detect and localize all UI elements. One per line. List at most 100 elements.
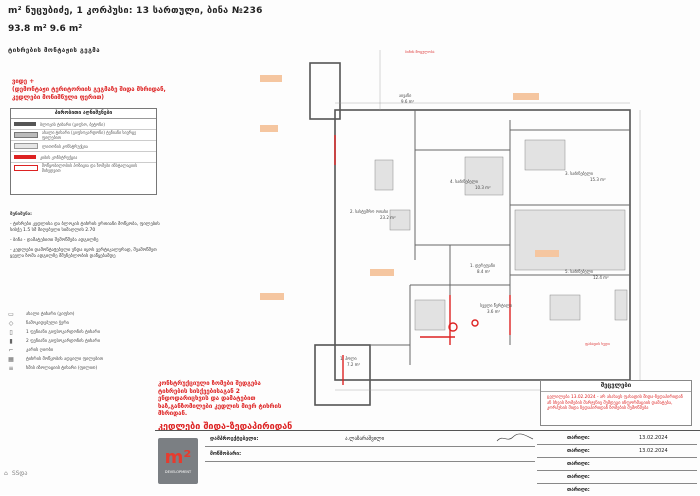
room-name: აივანი [399,93,411,98]
title-block-fields: დამპროექტებელი: ა.ლაზარაშვილი მოწმობარი: [205,432,535,462]
changes-heading: შეცვლები [541,381,691,392]
designer-row: დამპროექტებელი: ა.ლაზარაშვილი [205,432,535,447]
company-logo: m² DEVELOPMENT [158,438,198,484]
symbol-label: ჩამოკიდებული ჭერი [26,321,69,326]
date-label: თარიღი: [567,474,590,480]
dimension-note-line: კონსტრუქციული ზომები შედგება [158,380,261,387]
dimension-note-line: ენდოდარიცხვის და დამატებით [158,395,256,402]
orange-tag [260,125,278,132]
approved-label: მოწმობარი: [210,451,242,457]
legend-row: კიბის კონსტრუქცია [11,152,156,163]
dimension-note-title: კედლები შიდა-ზედაპირიდან [158,421,293,432]
room-name: 2. სასტუმრო ოთახი [350,209,388,214]
notes-block: შენიშვნა: - ტიხრები კედლისა და ბლოკის ტი… [10,212,160,264]
date-row: თარიღი: [537,458,697,471]
demolition-note-line1: ვიდე + [12,78,35,85]
symbol-row: ▮ 2 ფენიანი გიფსოკარდონის ტიხარი [6,337,156,346]
room-name: 5. საძინებელი [565,269,593,274]
legend-row: ლითონის კონსტრუქცია [11,141,156,152]
room-area: 9.6 m² [401,99,415,104]
demolition-note-line2: (დემონტაჟი ტერიტორიის გეგმაზე შიდა მხრიდ… [12,86,166,93]
partition-double-icon: ▮ [9,338,13,345]
plan-tags: ბინის მოცულობა ფასადის ხედი [260,50,610,346]
room-area: 15.3 m² [590,177,606,182]
legend-label: ლითონის კონსტრუქცია [42,143,88,149]
built-in-furniture [374,139,628,331]
logo-mark: m² [164,446,192,468]
room-area: 3.6 m² [487,309,501,314]
project-address: m² ნუცუბიძე, 1 კორპუსი: 13 სართული, ბინა… [8,6,263,16]
legend-row: მოწყობილობის პოზიცია და ზომები ინსტალაცი… [11,163,156,173]
legend-label: ბლოკის ტიხარი (გიფსო, ბეტონი) [40,121,105,127]
room-labels: აივანი 9.6 m² 2. სასტუმრო ოთახი 23.2 m² … [340,93,609,367]
symbol-row: ≡ ხმის იზოლაციის ტიხარი (ფილით) [6,364,156,373]
note-item: - კედლები დამონტაჟებული უნდა იყოს ვერტიკ… [10,248,157,259]
legend-swatch [14,122,36,126]
designer-label: დამპროექტებელი: [210,436,259,442]
room-area: 23.2 m² [380,215,396,220]
date-value: 13.02.2024 [639,435,668,441]
partition-icon: ▯ [9,329,13,336]
notes-heading: შენიშვნა: [10,212,32,217]
changes-text: ცვლილება 13.02.2024 - არ ასახავს ფასადის… [547,395,683,411]
symbol-label: 1 ფენიანი გიფსოკარდონის ტიხარი [26,330,101,335]
symbol-row: ◇ჩამოკიდებული ჭერი [6,319,156,328]
legend-swatch [14,155,36,159]
footer-mark: ⌂ SSდა [4,470,27,477]
date-label: თარიღი: [567,435,590,441]
demolition-note-line3: კედლები მონიშნული ფერით) [12,94,105,101]
orange-tag [513,93,539,100]
approved-row: მოწმობარი: [205,447,535,462]
plan-tag-text: ფასადის ხედი [585,342,610,346]
symbol-row: ▭ ახალი ტიხარი (გიფსო) [6,310,156,319]
legend-row: ახალი ტიხარი (გიფსოკარდონი) ტენიანი სივრ… [11,130,156,141]
designer-value: ა.ლაზარაშვილი [345,436,385,442]
new-partitions [334,135,511,385]
symbol-row: ▯ 1 ფენიანი გიფსოკარდონის ტიხარი [6,328,156,337]
wall-icon: ▭ [8,311,14,318]
note-item: - ტიხრები კედლისა და ბლოკის ტიხრის ერთია… [10,222,160,233]
date-row: თარიღი: [537,471,697,484]
demolition-note: ვიდე + (დემონტაჟი ტერიტორიის გეგმაზე შიდ… [12,78,272,102]
tile-icon: ▦ [8,356,14,363]
date-label: თარიღი: [567,487,590,493]
room-name: 4. საძინებელი [450,179,478,184]
interior-walls [370,110,630,365]
date-row: თარიღი: [537,484,697,496]
symbol-label: 2 ფენიანი გიფსოკარდონის ტიხარი [26,339,101,344]
symbol-label: ხმის იზოლაციის ტიხარი (ფილით) [26,366,98,371]
symbol-label: ახალი ტიხარი (გიფსო) [26,312,75,317]
room-name: 3. საძინებელი [565,171,593,176]
legend-label: მოწყობილობის პოზიცია და ზომები ინსტალაცი… [41,163,138,173]
legend-swatch [14,165,38,171]
dimension-note-line: ტიხრების სისქეებისაგან 2 [158,387,240,395]
legend-row: ბლოკის ტიხარი (გიფსო, ბეტონი) [11,119,156,130]
footer-icon: ⌂ [4,470,8,477]
room-name: სველი წერტილი [480,303,512,308]
dimension-note-line: ხაზ,განზომილები კედლის მიერ ტიხრის [158,402,282,410]
dimension-note-line: მხრიდან. [158,410,188,417]
legend-swatch [14,132,38,138]
symbol-row: ▦ ტიხრის მოწყობის ადგილი ფილებით [6,355,156,364]
orange-tag [260,75,282,82]
room-area: 12.4 m² [593,275,609,280]
room-name: 1. დერეფანი [470,263,495,268]
area-summary: 93.8 m² 9.6 m² [8,24,83,34]
symbol-label: ტიხრის მოწყობის ადგილი ფილებით [26,357,104,362]
room-area: 8.4 m² [477,269,491,274]
logo-sub: DEVELOPMENT [164,469,192,474]
footer-text: SSდა [11,470,28,477]
orange-tag [260,293,284,300]
legend-label: ახალი ტიხარი (გიფსოკარდონი) ტენიანი სივრ… [41,130,137,140]
title-block [155,430,700,496]
date-row: თარიღი: 13.02.2024 [537,432,697,445]
dimension-note: კონსტრუქციული ზომები შედგება ტიხრების სი… [158,380,388,431]
date-row: თარიღი:13.02.2024 [537,445,697,458]
sound-icon: ≡ [8,365,14,372]
legend-label: კიბის კონსტრუქცია [40,154,78,160]
date-label: თარიღი: [567,461,590,467]
changes-box: შეცვლები ცვლილება 13.02.2024 - არ ასახავ… [540,380,692,426]
orange-tag [370,269,394,276]
room-name: 1. ჰოლი [340,356,357,361]
